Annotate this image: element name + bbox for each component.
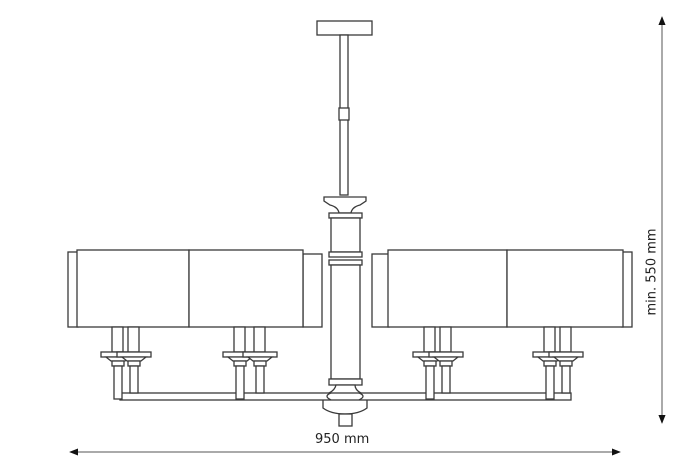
- candle-holder: [428, 326, 464, 394]
- central-column: [322, 196, 368, 427]
- width-label: 950 mm: [315, 432, 370, 447]
- candle-holder: [242, 326, 278, 394]
- left-shades: [67, 249, 323, 328]
- candle-holder: [222, 326, 258, 400]
- candle-holder: [116, 326, 152, 394]
- right-shades: [371, 249, 633, 328]
- arms: [119, 392, 572, 401]
- height-label: min. 550 mm: [644, 228, 660, 316]
- candle-holder: [548, 326, 584, 394]
- candle-holders: [100, 326, 584, 400]
- canopy: [316, 20, 373, 196]
